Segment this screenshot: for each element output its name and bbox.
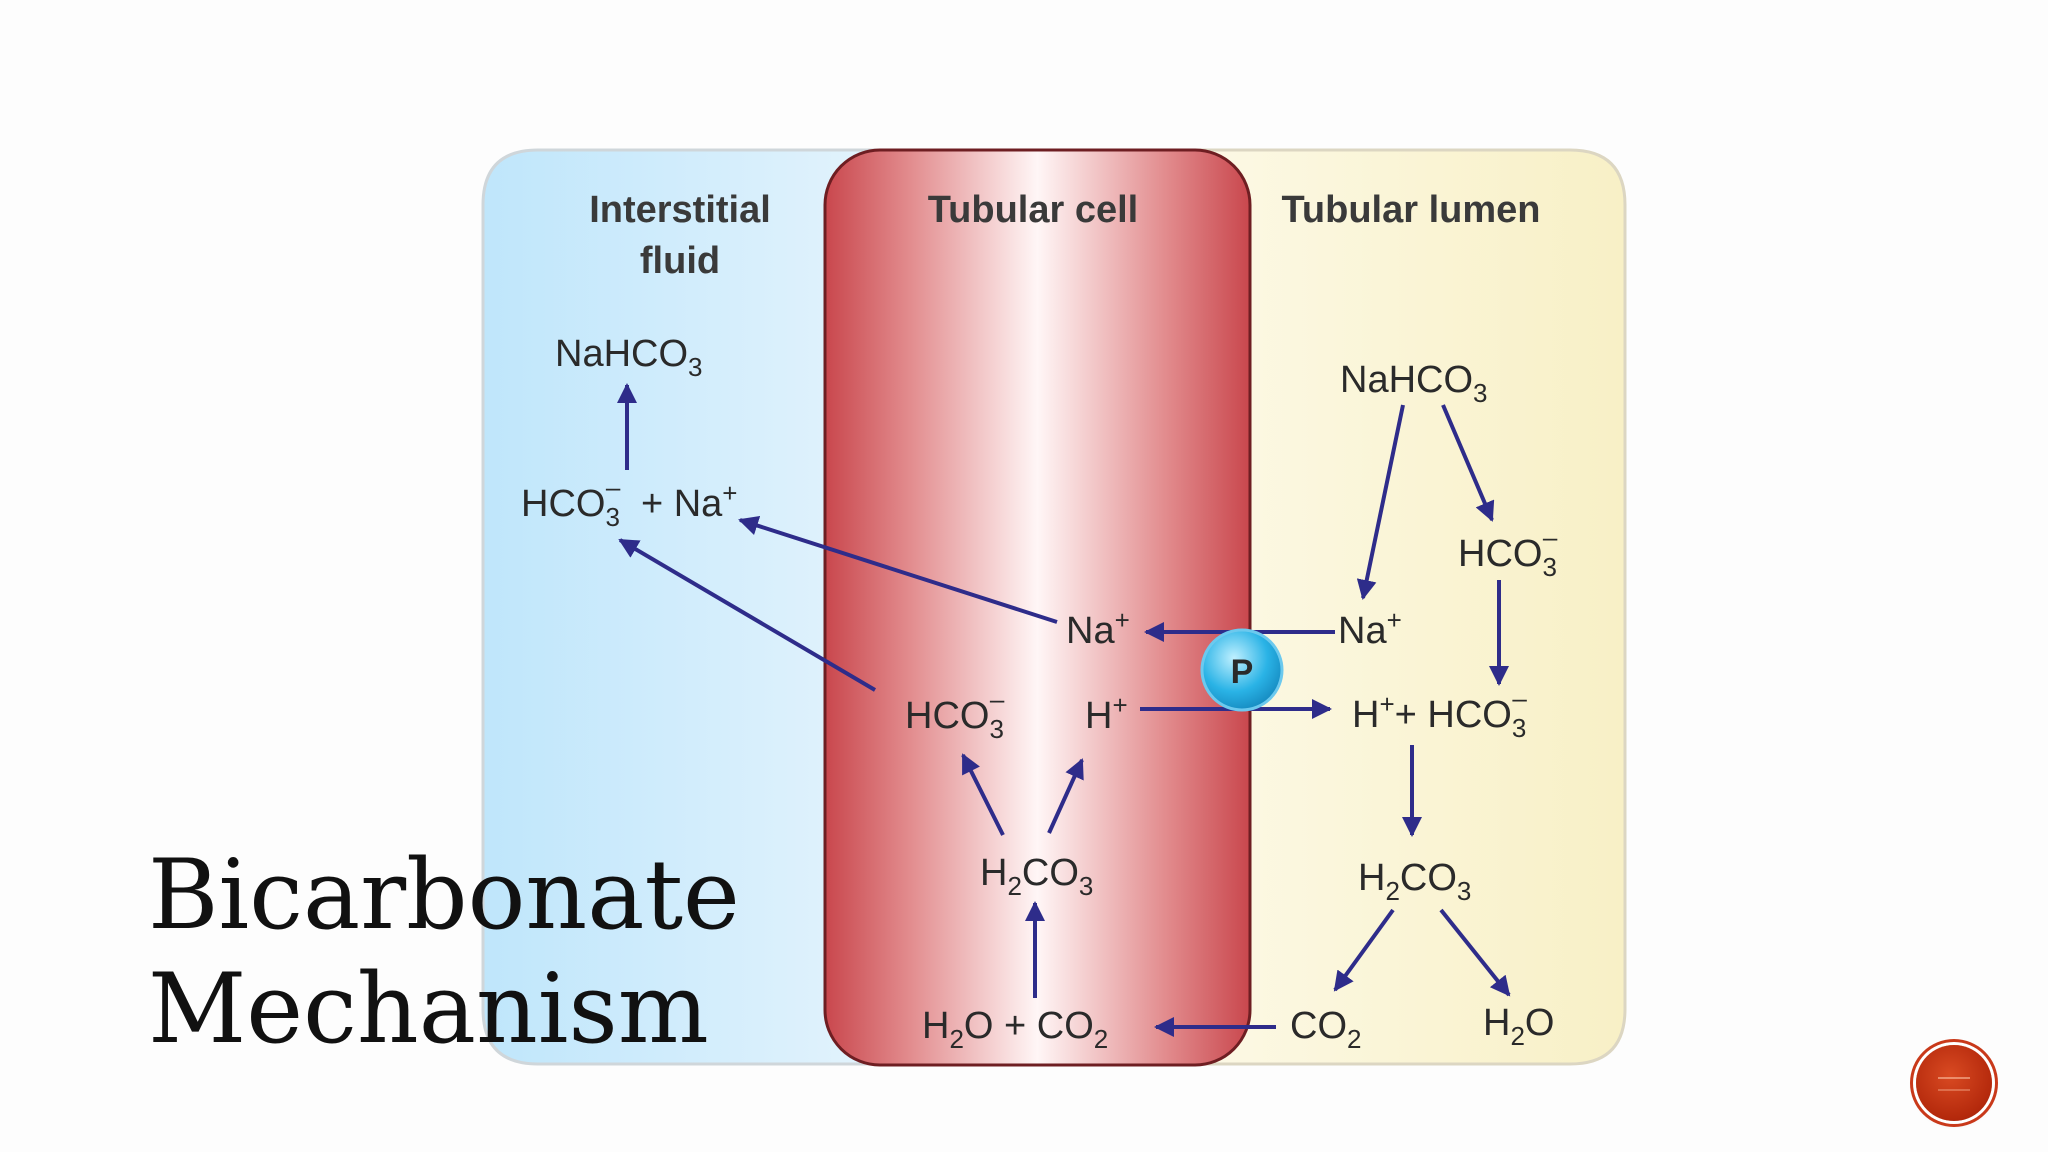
slide-title-line2: Mechanism: [148, 953, 709, 1065]
pump-label: P: [1231, 653, 1254, 691]
arrow-na-cell-to-interstitial: [738, 515, 1058, 624]
circle-button-icon: [1938, 1077, 1970, 1091]
pump-icon: P: [1200, 628, 1284, 712]
slide-title: Bicarbonate Mechanism: [148, 838, 740, 1066]
arrow-hco3-cell-to-interstitial: [618, 538, 877, 692]
slide-title-line1: Bicarbonate: [148, 839, 740, 951]
label-h2co3-cell: H2CO3: [980, 852, 1093, 901]
label-na-cell: Na+: [1066, 605, 1130, 652]
label-h-cell: H+: [1085, 690, 1128, 737]
header-tubular-cell: Tubular cell: [928, 189, 1138, 231]
label-h2co3-lumen: H2CO3: [1358, 857, 1471, 906]
arrow-lumen-to-hco3: [1441, 404, 1495, 522]
arrow-h2co3-to-h-cell: [1047, 758, 1084, 834]
label-nahco3-interstitial: NaHCO3: [555, 333, 703, 382]
reaction-arrows: [617, 383, 1511, 1037]
slide-nav-button[interactable]: [1916, 1045, 1992, 1121]
label-h2o-co2-cell: H2O + CO2: [922, 1005, 1108, 1054]
arrow-lumen-to-na: [1356, 404, 1405, 600]
header-tubular-lumen: Tubular lumen: [1282, 189, 1541, 231]
header-interstitial-line2: fluid: [640, 240, 720, 282]
arrow-h2co3-to-co2-lumen: [1333, 908, 1395, 992]
tubular-cell-panel: [823, 148, 1252, 1067]
label-nahco3-lumen: NaHCO3: [1340, 359, 1488, 408]
header-interstitial-line1: Interstitial: [589, 189, 771, 231]
arrow-h2co3-to-h2o-lumen: [1439, 908, 1511, 997]
arrow-h2co3-to-hco3-cell: [961, 753, 1005, 836]
